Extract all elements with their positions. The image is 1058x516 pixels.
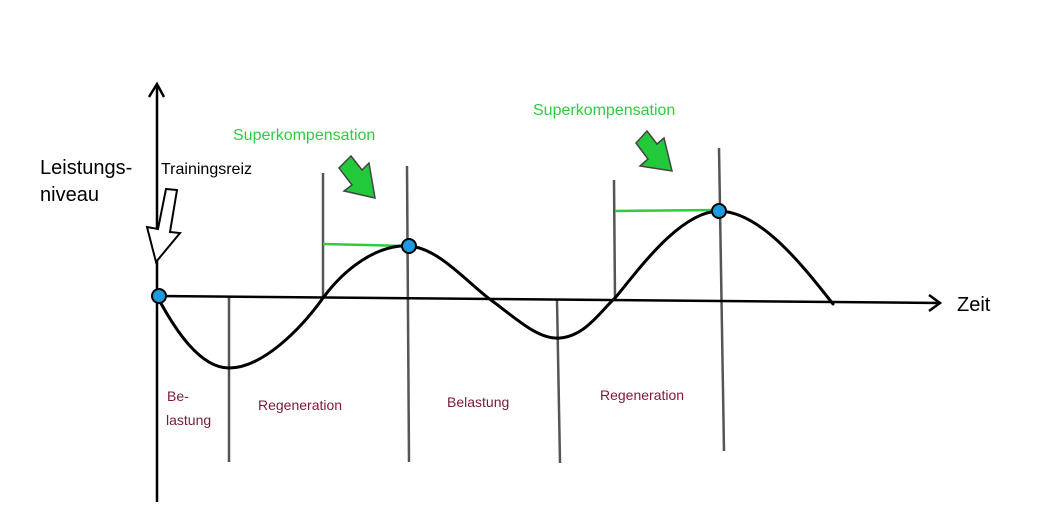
performance-curve <box>155 209 835 370</box>
circle-marker-icon <box>151 288 167 304</box>
x-axis <box>156 294 941 305</box>
circle-marker-icon <box>711 203 727 219</box>
supercompensation-label: Superkompensation <box>533 102 675 119</box>
down-right-arrow-icon <box>338 154 376 199</box>
divider-line <box>555 299 562 464</box>
y-axis-arrowhead <box>147 81 166 98</box>
circle-marker-icon <box>401 238 417 254</box>
supercompensation-level-line <box>614 208 720 213</box>
phase-label-regeneration: Regeneration <box>258 397 342 413</box>
divider-line <box>717 147 726 452</box>
phase-label-belastung-line1: Be- <box>167 388 189 404</box>
stimulus-label: Trainingsreiz <box>161 161 252 178</box>
phase-label-belastung-line2: lastung <box>166 412 211 428</box>
divider-line <box>612 179 617 301</box>
down-right-arrow-icon <box>635 129 673 172</box>
x-axis-label: Zeit <box>957 294 991 316</box>
phase-label-belastung: Belastung <box>447 394 509 410</box>
x-axis-arrowhead <box>928 293 943 313</box>
y-axis-label-line2: niveau <box>40 184 99 206</box>
divider-line <box>405 165 411 463</box>
phase-label-regeneration: Regeneration <box>600 387 684 403</box>
y-axis-label-line1: Leistungs- <box>40 157 132 179</box>
down-arrow-outline-icon <box>145 187 182 265</box>
supercompensation-label: Superkompensation <box>233 127 375 144</box>
